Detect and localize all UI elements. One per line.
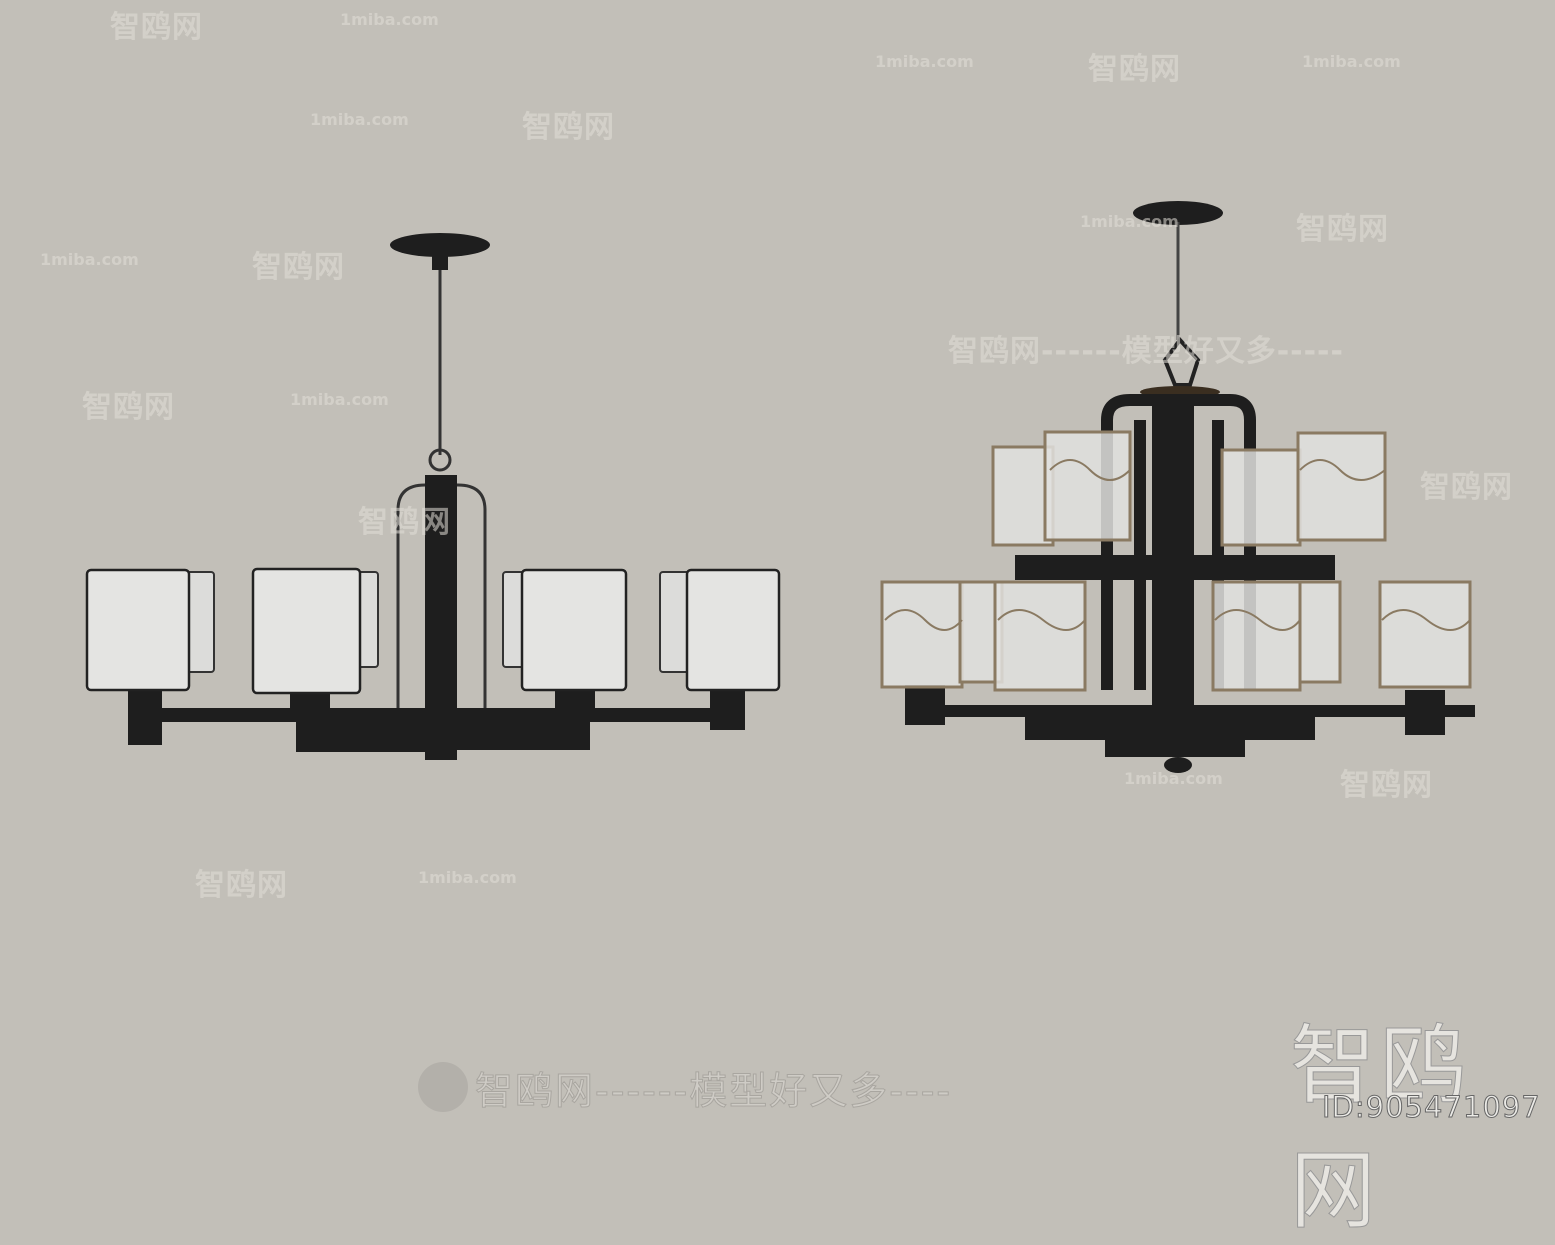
right-chandelier bbox=[880, 201, 1475, 773]
shade bbox=[251, 567, 362, 695]
watermark-slogan: 智鸥网------模型好又多---- bbox=[474, 1069, 953, 1114]
watermark-brand: 智鸥网 bbox=[1340, 768, 1433, 803]
watermark-site: 1miba.com bbox=[418, 868, 517, 887]
watermark-brand: 智鸥网 bbox=[252, 250, 345, 285]
watermark-brand: 智鸥网 bbox=[522, 110, 615, 145]
watermark-site: 1miba.com bbox=[310, 110, 409, 129]
watermark-site: 1miba.com bbox=[1124, 769, 1223, 788]
watermark-site: 1miba.com bbox=[1080, 212, 1179, 231]
chandelier-render bbox=[85, 201, 1475, 773]
lantern bbox=[993, 580, 1087, 692]
watermark-brand: 智鸥网 bbox=[110, 10, 203, 45]
watermark-brand: 智鸥网 bbox=[82, 390, 175, 425]
lantern bbox=[1298, 580, 1342, 684]
watermark-site: 1miba.com bbox=[1302, 52, 1401, 71]
seagull-logo-icon bbox=[418, 1062, 468, 1112]
watermark-brand: 智鸥网 bbox=[358, 505, 451, 540]
watermark-site: 1miba.com bbox=[40, 250, 139, 269]
lantern bbox=[1378, 580, 1472, 689]
lantern bbox=[880, 580, 964, 689]
watermark-brand: 智鸥网 bbox=[1296, 212, 1389, 247]
watermark-brand: 智鸥网 bbox=[1088, 52, 1181, 87]
lantern bbox=[991, 445, 1055, 547]
model-id: ID:905471097 bbox=[1322, 1090, 1541, 1125]
shade bbox=[520, 568, 628, 692]
watermark-site: 1miba.com bbox=[290, 390, 389, 409]
shade bbox=[685, 568, 781, 692]
watermark-brand-line: 智鸥网------模型好又多----- bbox=[948, 334, 1344, 369]
left-chandelier bbox=[85, 233, 781, 760]
lantern bbox=[1296, 431, 1387, 542]
watermark-brand: 智鸥网 bbox=[195, 868, 288, 903]
lantern bbox=[1220, 448, 1302, 547]
watermark-site: 1miba.com bbox=[340, 10, 439, 29]
lantern bbox=[1043, 430, 1132, 542]
shade bbox=[85, 568, 191, 692]
watermark-site: 1miba.com bbox=[875, 52, 974, 71]
watermark-brand: 智鸥网 bbox=[1420, 470, 1513, 505]
lantern bbox=[1211, 580, 1302, 692]
